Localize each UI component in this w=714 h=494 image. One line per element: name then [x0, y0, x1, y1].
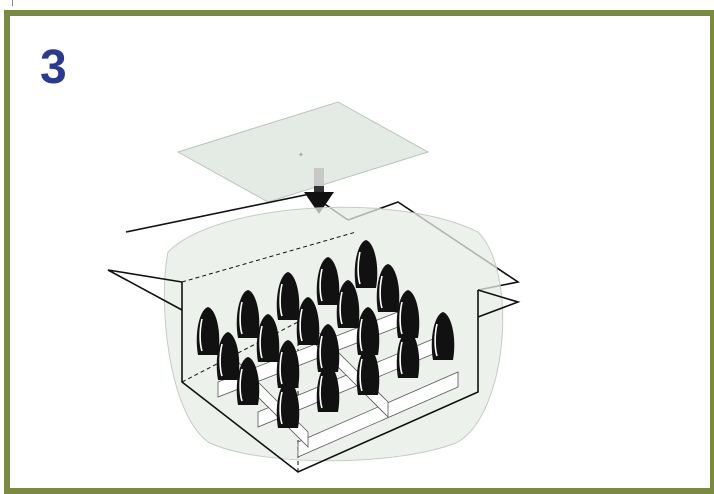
instruction-panel: 3 ✦ — [4, 10, 714, 494]
corner-mark — [12, 0, 13, 6]
lid-mark: ✦ — [298, 151, 304, 159]
step-number: 3 — [40, 44, 67, 92]
packing-illustration: ✦ — [98, 82, 538, 482]
